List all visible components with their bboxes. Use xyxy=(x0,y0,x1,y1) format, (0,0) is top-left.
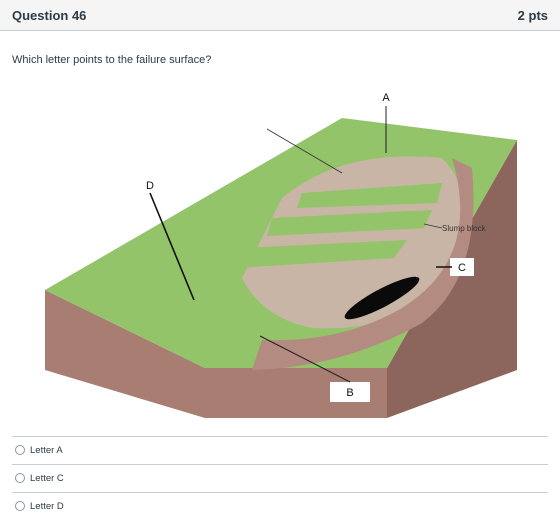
label-b: B xyxy=(346,387,353,399)
question-prompt: Which letter points to the failure surfa… xyxy=(12,54,212,66)
slump-terrace-2 xyxy=(267,210,432,236)
radio-button[interactable] xyxy=(15,473,25,483)
answer-option-letter-c[interactable]: Letter C xyxy=(12,464,548,492)
question-header: Question 46 2 pts xyxy=(0,0,560,31)
label-d-box xyxy=(139,176,161,193)
radio-button[interactable] xyxy=(15,445,25,455)
slump-block-label: Slump block xyxy=(442,224,487,233)
label-a-box xyxy=(374,88,398,106)
radio-button[interactable] xyxy=(15,501,25,511)
block-front-face xyxy=(45,290,387,418)
question-title: Question 46 xyxy=(12,8,87,23)
pointer-b xyxy=(259,335,351,383)
slip-shadow xyxy=(344,276,420,320)
answer-option-letter-d[interactable]: Letter D xyxy=(12,492,548,520)
answer-label[interactable]: Letter C xyxy=(30,473,64,484)
pointer-slump xyxy=(423,223,443,229)
label-d: D xyxy=(146,180,154,192)
landslide-diagram-svg: A D C B Slump block xyxy=(45,88,517,418)
failure-surface xyxy=(252,158,474,370)
question-points: 2 pts xyxy=(517,8,548,23)
answer-label[interactable]: Letter D xyxy=(30,501,64,512)
slump-terrace-3 xyxy=(237,240,407,268)
label-c: C xyxy=(458,262,466,274)
label-c-box xyxy=(450,258,474,276)
answer-option-letter-a[interactable]: Letter A xyxy=(12,436,548,464)
label-b-box xyxy=(330,382,370,402)
landslide-diagram: A D C B Slump block xyxy=(12,78,548,420)
slump-terrace-1 xyxy=(297,183,442,208)
answer-list: Letter A Letter C Letter D xyxy=(12,436,548,520)
blank-label-box xyxy=(150,94,272,129)
answer-label[interactable]: Letter A xyxy=(30,445,63,456)
label-a: A xyxy=(382,92,390,104)
pointer-blank xyxy=(266,128,343,174)
pointer-d xyxy=(149,192,195,301)
